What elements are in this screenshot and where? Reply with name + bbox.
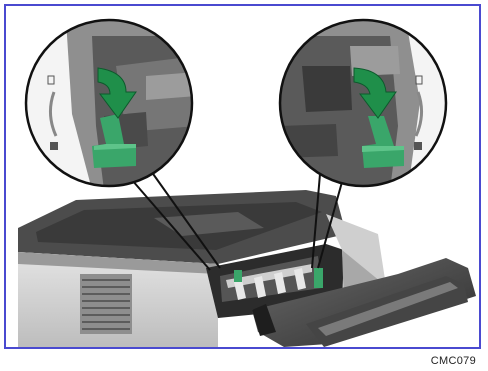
printer-illustration xyxy=(6,6,479,347)
vent-grille xyxy=(80,274,132,334)
zoom-callout-right xyxy=(280,20,450,190)
lever-right-small xyxy=(314,268,323,288)
lever-left-small xyxy=(234,270,242,282)
figure-frame xyxy=(4,4,481,349)
zoom-callout-left xyxy=(26,20,196,190)
figure-code: CMC079 xyxy=(431,355,476,367)
